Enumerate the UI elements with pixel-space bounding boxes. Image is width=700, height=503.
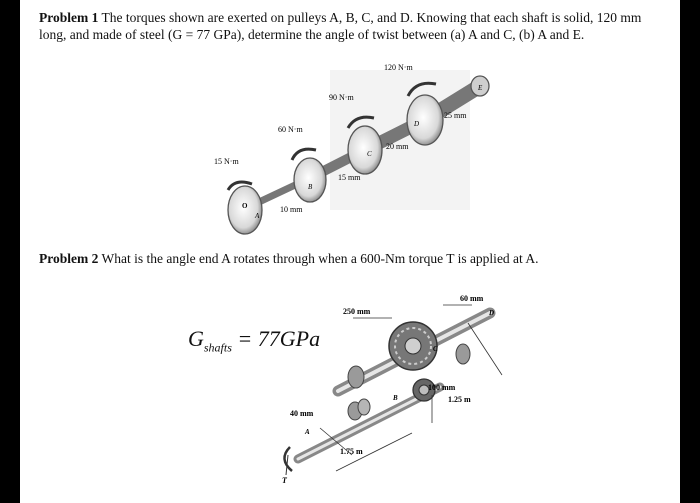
problem-2-statement: Problem 2 What is the angle end A rotate…: [39, 250, 669, 267]
shaft-end-e: [470, 75, 490, 97]
dim-label-100: 100 mm: [428, 383, 456, 392]
bearing-upper-right: [455, 343, 471, 365]
pulley-c: [347, 125, 383, 175]
bearing-upper-left: [347, 365, 365, 389]
torque-arrow-d: [406, 81, 437, 97]
label-e: E: [477, 84, 483, 92]
label-a: A: [254, 212, 260, 220]
dim-label-de: 25 mm: [444, 111, 467, 120]
torque-label-a: 15 N·m: [214, 157, 239, 166]
dim-label-175: 1.75 m: [340, 447, 363, 456]
equation-subscript: shafts: [203, 340, 232, 355]
torque-arrow-c: [346, 115, 375, 129]
problem-1-statement: Problem 1 The torques shown are exerted …: [39, 9, 669, 43]
torque-arrow-b: [290, 147, 317, 161]
torque-label-d: 120 N·m: [384, 63, 413, 72]
pulley-a: [227, 185, 263, 235]
problem-1-text: The torques shown are exerted on pulleys…: [39, 10, 642, 42]
dim-label-bc: 15 mm: [338, 173, 361, 182]
label-c: C: [367, 150, 372, 158]
equation-symbol: G: [188, 326, 204, 351]
figure-1-pulley-shaft: 15 N·m 60 N·m 90 N·m 120 N·m O A B C D E…: [214, 63, 490, 235]
dim-label-125: 1.25 m: [448, 395, 471, 404]
torque-arrow-a: [226, 180, 253, 191]
pulley-b: [293, 157, 327, 203]
pulley-d: [406, 94, 444, 146]
dim-label-40: 40 mm: [290, 409, 314, 418]
figure-2-gear-shafts: 250 mm 60 mm 40 mm 100 mm 1.25 m 1.75 m …: [282, 294, 503, 485]
label-b: B: [308, 183, 313, 191]
shear-modulus-equation: Gshafts = 77GPa: [188, 326, 320, 355]
label-b2: B: [392, 394, 398, 402]
torque-label-b: 60 N·m: [278, 125, 303, 134]
label-a2: A: [304, 428, 310, 436]
label-d2: D: [488, 309, 494, 317]
dim-label-250: 250 mm: [343, 307, 371, 316]
torque-label-c: 90 N·m: [329, 93, 354, 102]
label-d: D: [413, 120, 419, 128]
problem-2-label: Problem 2: [39, 251, 99, 266]
problem-2-text: What is the angle end A rotates through …: [101, 251, 539, 266]
label-c2: C: [433, 345, 438, 353]
torque-t-arrow: [283, 446, 293, 472]
equation-value: = 77GPa: [237, 326, 321, 351]
dim-label-ab: 10 mm: [280, 205, 303, 214]
dim-label-60: 60 mm: [460, 294, 484, 303]
problem-sheet: Problem 1 The torques shown are exerted …: [20, 0, 680, 503]
problem-1-label: Problem 1: [39, 10, 99, 25]
dim-label-cd: 20 mm: [386, 142, 409, 151]
label-t: T: [282, 476, 288, 485]
label-o: O: [242, 202, 248, 210]
